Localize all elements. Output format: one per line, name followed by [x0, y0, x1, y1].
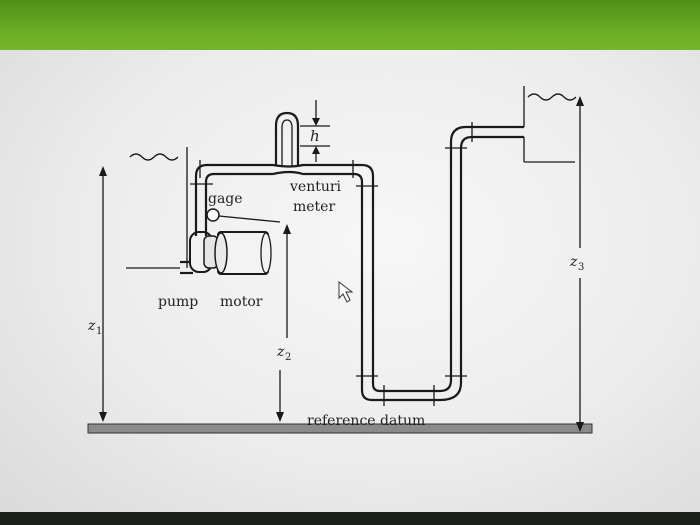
svg-text:z: z: [569, 254, 578, 270]
label-z2: z 2: [276, 344, 291, 363]
pressure-gage: [206, 208, 281, 223]
z2-dimension: [276, 224, 291, 422]
screen-background: [0, 50, 700, 525]
label-pump: pump: [158, 294, 198, 310]
h-dimension: [300, 100, 330, 162]
svg-text:3: 3: [578, 262, 584, 273]
left-reservoir: [126, 147, 188, 269]
z3-dimension: [576, 96, 584, 432]
svg-text:1: 1: [96, 326, 102, 337]
label-motor: motor: [220, 294, 263, 310]
label-meter: meter: [293, 199, 335, 215]
z1-dimension: [99, 166, 107, 422]
discharge-pipe: [190, 160, 440, 406]
label-z1: z 1: [87, 318, 102, 337]
upper-reservoir: [523, 86, 577, 163]
svg-text:z: z: [87, 318, 96, 334]
riser-pipe: [433, 122, 524, 406]
screen-bottom-bezel: [0, 512, 700, 525]
label-gage: gage: [208, 191, 243, 207]
label-venturi: venturi: [289, 179, 342, 195]
motor: [214, 231, 272, 275]
svg-text:z: z: [276, 344, 285, 360]
svg-text:2: 2: [285, 352, 291, 363]
label-z3: z 3: [569, 254, 584, 273]
venturi-manometer: [274, 111, 300, 166]
label-h: h: [310, 127, 320, 145]
reference-datum-bar: [87, 423, 593, 434]
label-reference-datum: reference datum: [307, 413, 425, 429]
pump: [189, 231, 219, 273]
mouse-cursor-icon: [338, 280, 354, 303]
top-green-band: [0, 0, 700, 58]
